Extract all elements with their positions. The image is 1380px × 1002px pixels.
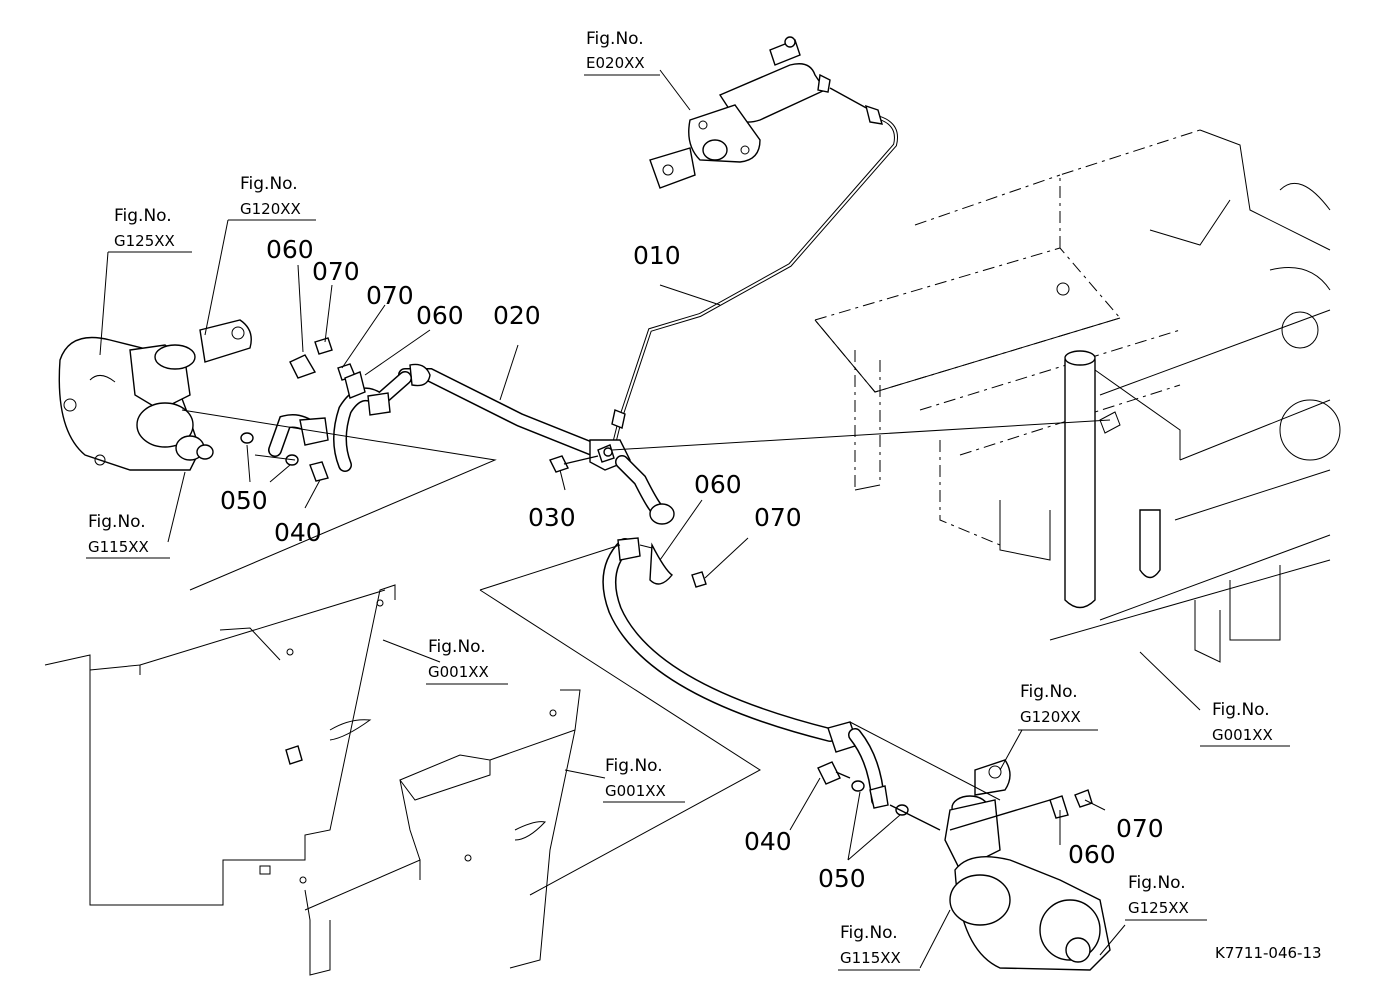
svg-text:G125XX: G125XX bbox=[1128, 899, 1189, 917]
brake-hose-020 bbox=[398, 363, 631, 471]
part-070-label: 070 bbox=[366, 281, 414, 310]
svg-text:Fig.No.: Fig.No. bbox=[88, 512, 146, 532]
svg-text:E020XX: E020XX bbox=[586, 54, 645, 72]
svg-text:Fig.No.: Fig.No. bbox=[840, 923, 898, 943]
bolt-030 bbox=[549, 455, 599, 473]
fig-ref-g001-a: Fig.No. G001XX bbox=[426, 637, 508, 685]
part-060-label: 060 bbox=[416, 301, 464, 330]
svg-text:Fig.No.: Fig.No. bbox=[1020, 682, 1078, 702]
svg-text:Fig.No.: Fig.No. bbox=[605, 756, 663, 776]
svg-text:G120XX: G120XX bbox=[1020, 708, 1081, 726]
fig-ref-g115-left: Fig.No. G115XX bbox=[86, 512, 170, 559]
svg-text:Fig.No.: Fig.No. bbox=[1212, 700, 1270, 720]
brake-pipe-010 bbox=[610, 104, 898, 453]
svg-text:G125XX: G125XX bbox=[114, 232, 175, 250]
master-cylinder bbox=[649, 36, 871, 189]
svg-text:G120XX: G120XX bbox=[240, 200, 301, 218]
svg-text:G001XX: G001XX bbox=[1212, 726, 1273, 744]
floor-panels bbox=[44, 584, 581, 976]
part-050-label: 050 bbox=[220, 486, 268, 515]
svg-text:G001XX: G001XX bbox=[605, 782, 666, 800]
svg-text:Fig.No.: Fig.No. bbox=[240, 174, 298, 194]
leader-lines bbox=[99, 69, 1201, 969]
drawing-code: K7711-046-13 bbox=[1215, 944, 1322, 962]
part-060-label: 060 bbox=[1068, 840, 1116, 869]
part-060-label: 060 bbox=[266, 235, 314, 264]
part-040-label: 040 bbox=[744, 827, 792, 856]
svg-text:Fig.No.: Fig.No. bbox=[1128, 873, 1186, 893]
right-knuckle-assembly bbox=[944, 759, 1111, 971]
fig-ref-g115-bottom: Fig.No. G115XX bbox=[838, 923, 920, 971]
part-010-label: 010 bbox=[633, 241, 681, 270]
svg-text:Fig.No.: Fig.No. bbox=[586, 29, 644, 49]
svg-text:G115XX: G115XX bbox=[88, 538, 149, 556]
fig-ref-g125-top: Fig.No. G125XX bbox=[108, 206, 192, 253]
left-fittings bbox=[240, 337, 412, 482]
fig-ref-g001-b: Fig.No. G001XX bbox=[603, 756, 685, 803]
part-030-label: 030 bbox=[528, 503, 576, 532]
part-070-label: 070 bbox=[1116, 814, 1164, 843]
part-060-label: 060 bbox=[694, 470, 742, 499]
svg-text:Fig.No.: Fig.No. bbox=[114, 206, 172, 226]
left-knuckle-assembly bbox=[58, 319, 252, 471]
frame-assembly bbox=[814, 129, 1341, 663]
svg-text:G115XX: G115XX bbox=[840, 949, 901, 967]
part-070-label: 070 bbox=[312, 257, 360, 286]
part-070-label: 070 bbox=[754, 503, 802, 532]
svg-text:Fig.No.: Fig.No. bbox=[428, 637, 486, 657]
part-020-label: 020 bbox=[493, 301, 541, 330]
part-040-label: 040 bbox=[274, 518, 322, 547]
svg-text:G001XX: G001XX bbox=[428, 663, 489, 681]
part-050-label: 050 bbox=[818, 864, 866, 893]
fig-ref-g001-right: Fig.No. G001XX bbox=[1200, 700, 1290, 747]
brake-hose-lower bbox=[602, 455, 889, 809]
fig-ref-g120-top: Fig.No. G120XX bbox=[228, 174, 316, 221]
fig-ref-g120-bottom: Fig.No. G120XX bbox=[1018, 682, 1098, 731]
fig-ref-g125-bottom: Fig.No. G125XX bbox=[1125, 873, 1207, 921]
lower-fittings bbox=[817, 761, 941, 831]
fig-ref-e020: Fig.No. E020XX bbox=[584, 29, 660, 76]
